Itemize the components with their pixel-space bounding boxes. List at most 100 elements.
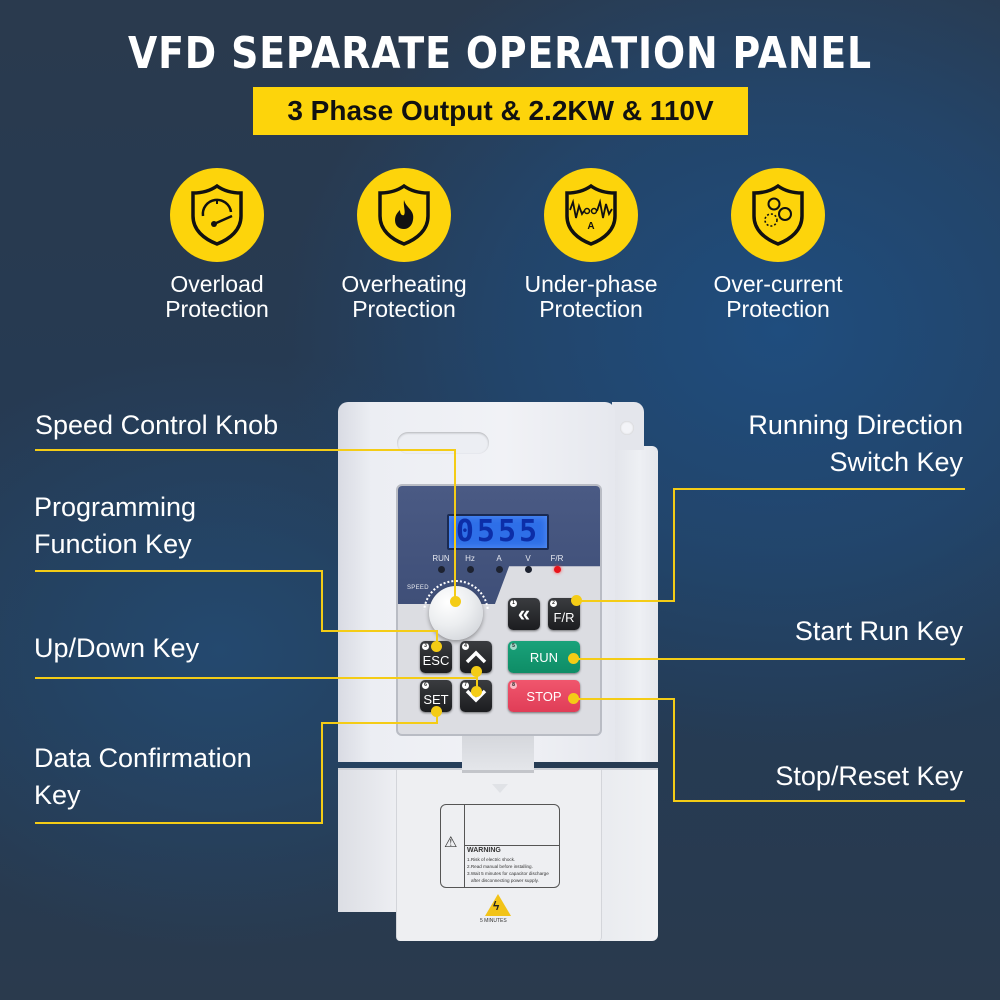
callout-stop-reset: Stop/Reset Key xyxy=(775,761,963,791)
callout-line-run xyxy=(575,658,965,660)
chevron-down-icon xyxy=(465,689,487,703)
key-number: 5 xyxy=(510,643,517,650)
indicator-label: V xyxy=(525,554,531,563)
indicator-label: F/R xyxy=(550,554,564,563)
led-icon xyxy=(495,566,503,573)
feature-under-phase: A Under-phase Protection xyxy=(491,168,691,322)
shield-circles-icon xyxy=(731,168,825,262)
led-icon xyxy=(466,566,474,573)
callout-line-programming xyxy=(321,570,323,632)
shift-key[interactable]: 1 « xyxy=(508,598,540,630)
key-number: 2 xyxy=(550,600,557,607)
feature-label-line2: Protection xyxy=(726,296,830,322)
spec-banner: 3 Phase Output & 2.2KW & 110V xyxy=(253,87,748,135)
led-icon xyxy=(524,566,532,573)
callout-text: Programming xyxy=(34,492,197,522)
warning-divider xyxy=(464,804,465,888)
mounting-hole xyxy=(620,421,634,435)
callout-line-stop xyxy=(673,800,965,802)
callout-text: Switch Key xyxy=(829,447,963,477)
key-label: STOP xyxy=(526,688,562,704)
feature-overload: Overload Protection xyxy=(117,168,317,322)
feature-label-line1: Under-phase xyxy=(524,271,658,297)
warning-divider xyxy=(464,845,560,846)
warning-title: WARNING xyxy=(467,847,501,854)
lightning-bolt-icon: ϟ xyxy=(493,899,500,913)
down-arrow-icon xyxy=(492,784,508,793)
lcd-display: 0555 xyxy=(447,514,549,550)
callout-line-speed xyxy=(35,449,455,451)
warning-line: 2.Read manual before installing. xyxy=(467,864,533,869)
callout-updown: Up/Down Key xyxy=(34,633,200,663)
feature-label-line2: Protection xyxy=(539,296,643,322)
key-label: RUN xyxy=(529,649,559,665)
feature-label-line1: Overload xyxy=(170,271,264,297)
key-label: ESC xyxy=(422,652,450,668)
indicator-label: Hz xyxy=(465,554,475,563)
key-number: 7 xyxy=(462,682,469,689)
callout-line-updown xyxy=(35,677,477,679)
key-number: 1 xyxy=(510,600,517,607)
callout-pin xyxy=(471,666,482,677)
device-body-bottom-right xyxy=(598,770,658,941)
vent-slot xyxy=(397,432,489,454)
indicator-label: A xyxy=(496,554,502,563)
callout-pin xyxy=(431,641,442,652)
warning-line: 3.Wait 5 minutes for capacitor discharge xyxy=(467,871,549,876)
shield-waveform-icon: A xyxy=(544,168,638,262)
page-title: VFD SEPARATE OPERATION PANEL xyxy=(127,28,873,79)
indicator-hz: Hz xyxy=(458,554,482,573)
callout-line-data-confirm xyxy=(35,822,323,824)
indicator-fr: F/R xyxy=(545,554,569,573)
callout-text: Running Direction xyxy=(748,410,963,440)
callout-line-data-confirm xyxy=(321,722,437,724)
callout-line-stop xyxy=(673,698,675,802)
indicator-a: A xyxy=(487,554,511,573)
hv-caption: 5 MINUTES xyxy=(480,918,507,924)
callout-line-direction xyxy=(580,600,675,602)
shield-flame-icon xyxy=(357,168,451,262)
feature-label-line2: Protection xyxy=(165,296,269,322)
feature-label-line1: Overheating xyxy=(341,271,467,297)
speed-label: SPEED xyxy=(407,585,429,591)
callout-pin xyxy=(450,596,461,607)
panel-connector xyxy=(462,735,534,773)
key-number: 4 xyxy=(462,643,469,650)
callout-start-run: Start Run Key xyxy=(794,616,963,646)
key-number: 8 xyxy=(510,682,517,689)
callout-pin xyxy=(571,595,582,606)
callout-speed-knob: Speed Control Knob xyxy=(35,410,279,440)
speed-control-knob[interactable] xyxy=(429,586,483,640)
callout-pin xyxy=(431,706,442,717)
callout-text: Data Confirmation xyxy=(34,743,252,773)
led-icon xyxy=(437,566,445,573)
warning-line: 1.Risk of electric shock. xyxy=(467,857,516,862)
feature-overheating: Overheating Protection xyxy=(304,168,504,322)
callout-programming: Programming Function Key xyxy=(34,489,196,563)
double-chevron-left-icon: « xyxy=(517,601,531,626)
indicator-run: RUN xyxy=(429,554,453,573)
callout-text: Key xyxy=(34,780,81,810)
chevron-up-icon xyxy=(465,650,487,664)
warning-line: after disconnecting power supply. xyxy=(471,878,539,883)
callout-pin xyxy=(568,653,579,664)
callout-data-confirmation: Data Confirmation Key xyxy=(34,740,252,814)
key-number: 6 xyxy=(422,682,429,689)
feature-label-line2: Protection xyxy=(352,296,456,322)
callout-line-programming xyxy=(436,630,438,642)
warning-triangle-icon: ⚠ xyxy=(444,834,458,851)
callout-direction: Running Direction Switch Key xyxy=(748,407,963,481)
callout-text: Function Key xyxy=(34,529,192,559)
indicator-v: V xyxy=(516,554,540,573)
callout-line-speed xyxy=(454,449,456,601)
svg-text:A: A xyxy=(587,221,594,232)
callout-line-direction xyxy=(673,488,675,602)
key-label: F/R xyxy=(553,609,575,625)
callout-line-direction xyxy=(673,488,965,490)
callout-line-stop xyxy=(575,698,675,700)
key-number: 3 xyxy=(422,643,429,650)
callout-line-data-confirm xyxy=(321,722,323,824)
led-lit-icon xyxy=(553,566,561,573)
stop-key[interactable]: 8 STOP xyxy=(508,680,580,712)
indicator-label: RUN xyxy=(432,554,450,563)
